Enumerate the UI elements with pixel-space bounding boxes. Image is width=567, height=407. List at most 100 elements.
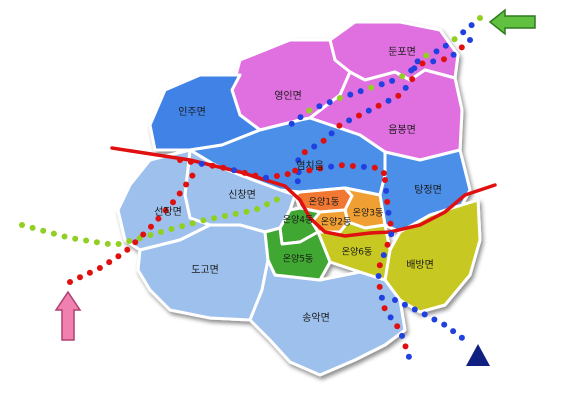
regions-group xyxy=(116,20,482,377)
route-dot xyxy=(419,60,426,67)
route-dot xyxy=(183,181,190,188)
route-dot xyxy=(336,95,343,101)
route-dot xyxy=(389,77,396,84)
label-onyang6: 온양6동 xyxy=(342,247,373,258)
route-dot xyxy=(168,226,175,232)
route-dot xyxy=(399,332,405,339)
route-dot xyxy=(189,172,196,179)
route-dot xyxy=(441,56,447,63)
route-dot xyxy=(61,233,68,240)
label-onyang4: 온양4동 xyxy=(283,215,314,226)
route-south xyxy=(375,177,412,360)
route-dot xyxy=(157,229,164,235)
route-dot xyxy=(356,112,362,119)
route-dot xyxy=(19,222,25,228)
route-dot xyxy=(346,117,353,124)
route-dot xyxy=(77,274,83,281)
route-dot xyxy=(155,215,162,222)
route-dot xyxy=(385,97,392,104)
route-dot xyxy=(375,102,382,109)
route-dot xyxy=(209,162,216,169)
region-onyang6[interactable] xyxy=(316,220,392,282)
label-dogo: 도고면 xyxy=(191,264,219,276)
route-dot xyxy=(411,306,418,313)
route-dot xyxy=(252,172,259,179)
route-dot xyxy=(232,210,239,217)
route-northeast-green xyxy=(288,15,483,127)
green-arrow-icon xyxy=(488,8,536,36)
route-dot xyxy=(297,114,304,121)
route-dot xyxy=(402,84,409,91)
route-dot xyxy=(357,88,364,95)
route-dot xyxy=(338,162,345,169)
route-dot xyxy=(132,239,139,246)
route-dot xyxy=(67,279,73,285)
route-dot xyxy=(170,199,176,206)
route-dot xyxy=(187,158,194,165)
route-dot xyxy=(221,213,228,219)
route-dot xyxy=(349,163,356,169)
route-southwest-red xyxy=(67,172,196,285)
route-southeast-blue xyxy=(392,297,465,341)
label-dunpo: 둔포면 xyxy=(388,46,416,58)
blue-triangle-icon xyxy=(466,344,490,366)
route-dot xyxy=(200,217,207,224)
route-dot xyxy=(176,190,183,197)
route-dot xyxy=(387,220,394,227)
route-dot xyxy=(371,164,378,171)
route-dot xyxy=(414,58,421,65)
route-dot xyxy=(441,321,448,328)
route-dot xyxy=(263,174,269,181)
label-yeomchi: 염치읍 xyxy=(296,160,324,172)
route-dot xyxy=(433,48,440,55)
route-dot xyxy=(368,84,375,91)
route-dot xyxy=(328,163,335,170)
route-dot xyxy=(394,323,401,330)
route-dot xyxy=(423,52,430,59)
route-yeomchi xyxy=(177,157,387,181)
route-dot xyxy=(458,334,465,341)
route-dot xyxy=(326,99,333,106)
route-dot xyxy=(72,235,79,242)
route-dot xyxy=(421,311,428,318)
route-dot xyxy=(384,198,391,205)
route-dot xyxy=(211,215,218,222)
pink-arrow-icon xyxy=(54,290,82,341)
route-dot xyxy=(336,122,343,129)
route-dot xyxy=(383,187,390,194)
route-dot xyxy=(376,283,383,290)
route-dot xyxy=(405,353,412,360)
route-dot xyxy=(301,149,308,156)
route-dot xyxy=(50,230,57,237)
route-dot xyxy=(264,201,270,208)
route-dot xyxy=(395,92,402,99)
route-dot xyxy=(385,209,392,216)
route-dot xyxy=(467,37,473,43)
route-dot xyxy=(243,208,250,215)
route-dot xyxy=(451,36,458,43)
route-dot xyxy=(378,294,385,301)
route-dot xyxy=(328,130,335,137)
label-seonjang: 선장면 xyxy=(154,206,182,218)
route-west-green xyxy=(19,196,280,247)
route-dot xyxy=(347,91,354,98)
label-onyang2: 온양2동 xyxy=(321,217,352,228)
route-dot xyxy=(401,301,408,308)
label-inju: 인주면 xyxy=(178,106,206,118)
highway-lines xyxy=(110,146,497,238)
route-dot xyxy=(106,259,113,266)
route-dot xyxy=(162,207,169,214)
route-dot xyxy=(115,253,122,260)
region-onyang5[interactable] xyxy=(263,226,332,282)
route-dot xyxy=(147,232,154,238)
route-dot xyxy=(317,165,324,172)
route-dot xyxy=(392,297,398,303)
highway-west xyxy=(110,146,497,238)
route-dot xyxy=(306,107,313,114)
route-dot xyxy=(458,44,465,51)
route-dot xyxy=(306,167,313,174)
label-eumbong: 음봉면 xyxy=(388,124,416,136)
route-dot xyxy=(402,343,409,350)
